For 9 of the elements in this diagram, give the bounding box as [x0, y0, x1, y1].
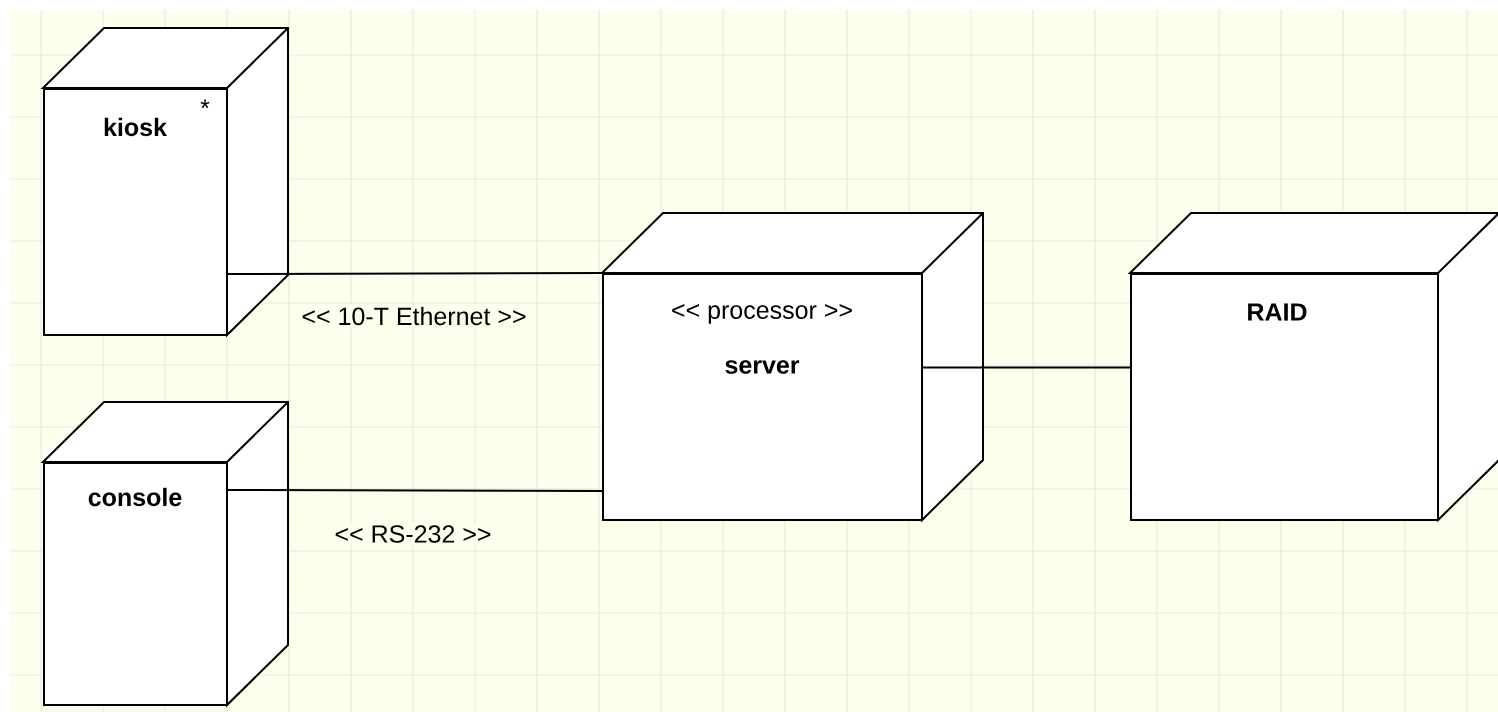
node-box: kiosk * [43, 88, 228, 336]
edge-label: << RS-232 >> [332, 523, 494, 545]
edge-label: << 10-T Ethernet >> [299, 304, 529, 328]
connector-line [921, 366, 1132, 369]
connector-line [226, 272, 604, 275]
node-box: << processor >> server [602, 273, 923, 521]
connector-line [226, 489, 604, 492]
node-box: RAID [1130, 273, 1439, 521]
node-box: console [43, 462, 228, 706]
